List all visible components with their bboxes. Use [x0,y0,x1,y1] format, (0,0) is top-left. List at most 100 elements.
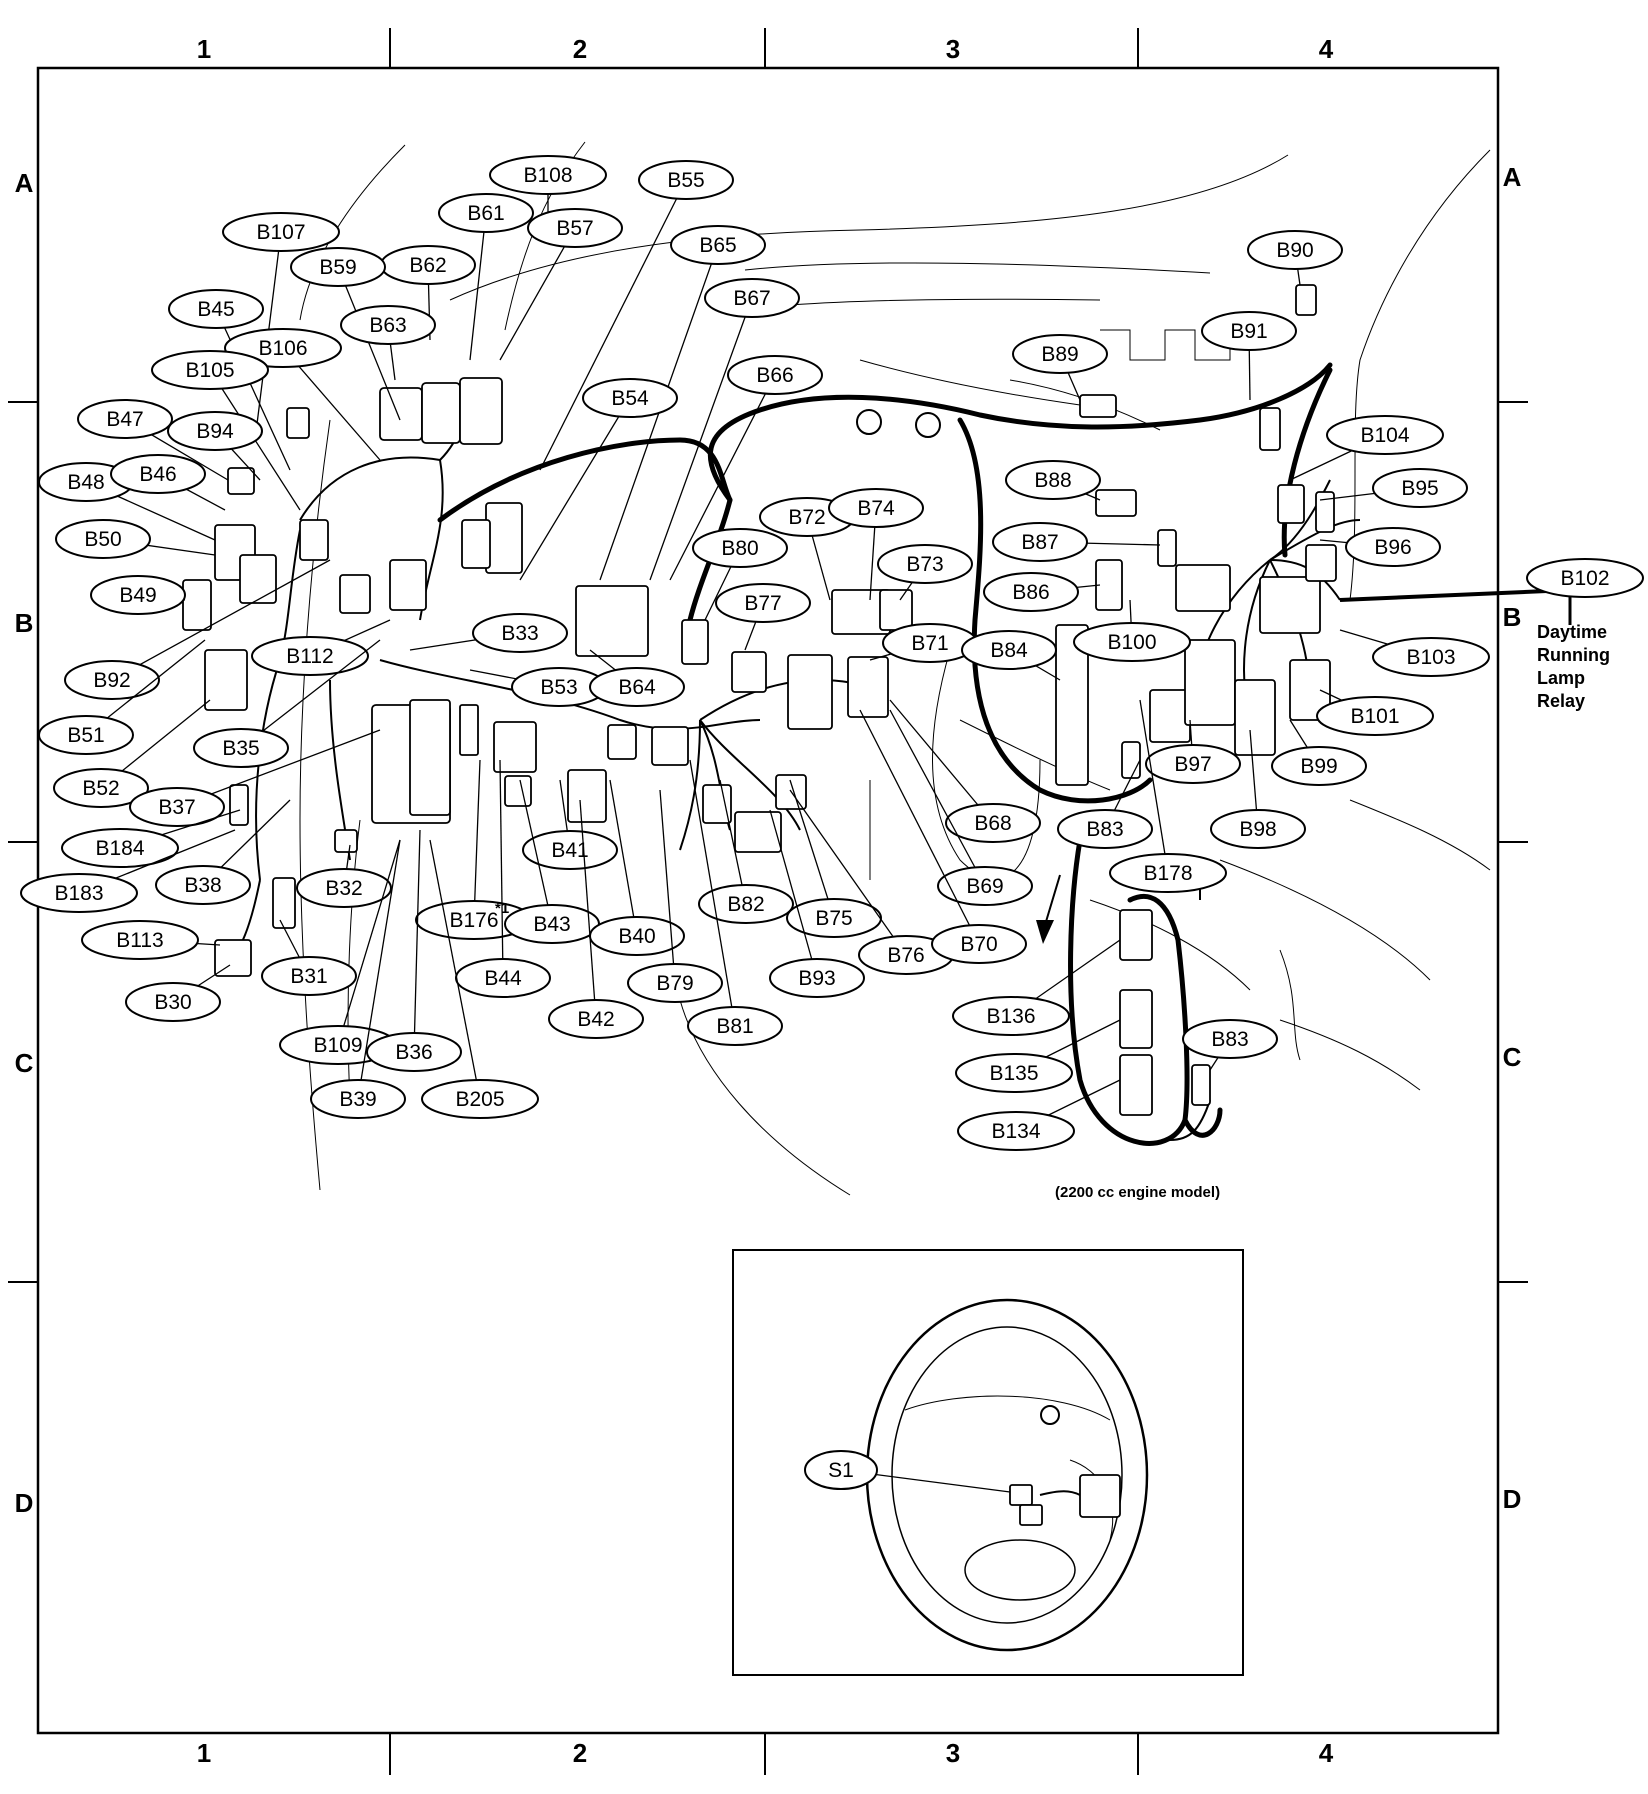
label-bubble-b49 [90,575,186,615]
connector-b45: B45 [168,289,291,471]
label-bubble-b39 [310,1079,406,1119]
label-text-b75: B75 [815,907,852,930]
leader-line-b178 [1139,699,1169,874]
label-text-b87: B87 [1021,531,1058,554]
connector-b87: B87 [992,522,1161,562]
label-text-b45: B45 [197,298,234,321]
label-text-b54: B54 [611,387,649,410]
connector-b69: B69 [889,709,1033,906]
label-bubble-b47 [77,399,173,439]
label-text-b49: B49 [119,584,156,607]
label-bubble-b36 [366,1032,462,1072]
label-bubble-b77 [715,583,811,623]
label-text-b37: B37 [158,796,195,819]
label-text-b44: B44 [484,967,522,990]
label-bubble-b89 [1012,334,1108,374]
label-bubble-b90 [1247,230,1343,270]
connector-b83: B83 [1057,759,1153,849]
connector-b81: B81 [687,759,783,1046]
label-bubble-b68 [945,803,1041,843]
label-text-b109: B109 [313,1034,362,1057]
connector-b205: B205 [421,839,539,1119]
label-bubble-b136 [952,996,1070,1036]
label-bubble-b45 [168,289,264,329]
label-text-b113: B113 [116,929,164,952]
connector-b134: B134 [957,1079,1121,1151]
connector-b101: B101 [1316,689,1434,736]
label-text-b63: B63 [369,314,406,337]
connector-b104: B104 [1289,415,1444,481]
connector-b94: B94 [167,411,263,481]
grid-col-1-top: 1 [197,34,211,64]
label-text-b86: B86 [1012,581,1049,604]
connector-b40: B40 [589,779,685,956]
footnote-mark: *1 [495,900,509,917]
label-bubble-b66 [727,355,823,395]
connector-b47: B47 [77,399,229,481]
connector-b51: B51 [38,639,206,755]
leader-line-b43 [519,779,553,925]
label-text-b67: B67 [733,287,770,310]
connector-b136: B136 [952,939,1121,1036]
label-text-b71: B71 [911,632,948,655]
label-bubble-b96 [1345,527,1441,567]
leader-line-b57 [499,227,576,361]
connector-b37: B37 [129,729,381,827]
grid-col-3-top: 3 [946,34,960,64]
label-bubble-s1 [804,1450,878,1490]
grid-col-2-top: 2 [573,34,587,64]
connector-b99: B99 [1271,719,1367,786]
grid-row-d-right: D [1503,1484,1522,1514]
grid-row-c-right: C [1503,1042,1522,1072]
label-text-b102: B102 [1560,567,1609,590]
leader-line-b42 [579,799,597,1020]
label-text-b205: B205 [455,1088,504,1111]
label-text-b83: B83 [1086,818,1123,841]
leader-line-b59 [337,266,401,421]
label-bubble-b104 [1326,415,1444,455]
connector-b82: B82 [698,779,794,924]
grid-labels-left: A B C D [15,168,34,1518]
label-text-b104: B104 [1360,424,1409,447]
connector-b76: B76 [789,789,954,975]
label-text-b69: B69 [966,875,1003,898]
label-bubble-b108 [489,155,607,195]
label-bubble-b51 [38,715,134,755]
leader-line-b205 [429,839,481,1100]
label-bubble-b97 [1145,744,1241,784]
connector-b53: B53 [469,667,607,707]
leader-line-b44 [499,759,504,979]
label-text-b92: B92 [93,669,130,692]
label-bubble-b88 [1005,460,1101,500]
label-bubble-b100 [1073,622,1191,662]
label-text-b47: B47 [106,408,143,431]
label-text-b134: B134 [991,1120,1040,1143]
label-bubble-b87 [992,522,1088,562]
connector-b86: B86 [983,572,1101,612]
label-text-b59: B59 [319,256,356,279]
label-bubble-b84 [961,630,1057,670]
leader-line-b109 [337,839,401,1046]
label-text-b43: B43 [533,913,570,936]
connector-b112: B112 [251,619,391,676]
label-bubble-b42 [548,999,644,1039]
label-text-b176: B176 [449,909,498,932]
connector-b48: B48 [38,462,216,541]
label-text-b79: B79 [656,972,693,995]
label-bubble-b37 [129,787,225,827]
label-text-b97: B97 [1174,753,1211,776]
label-bubble-b63 [340,305,436,345]
label-bubble-b184 [61,828,179,868]
label-text-b94: B94 [196,420,234,443]
label-text-b105: B105 [185,359,234,382]
label-bubble-b35 [193,728,289,768]
grid-row-d-left: D [15,1488,34,1518]
label-text-b81: B81 [716,1015,753,1038]
connector-b38: B38 [155,799,291,905]
connector-b46: B46 [110,454,226,511]
label-bubble-b61 [438,193,534,233]
leader-line-b79 [659,789,676,984]
label-bubble-b73 [877,544,973,584]
main-harness [437,362,1333,1146]
connector-b66: B66 [669,355,823,581]
